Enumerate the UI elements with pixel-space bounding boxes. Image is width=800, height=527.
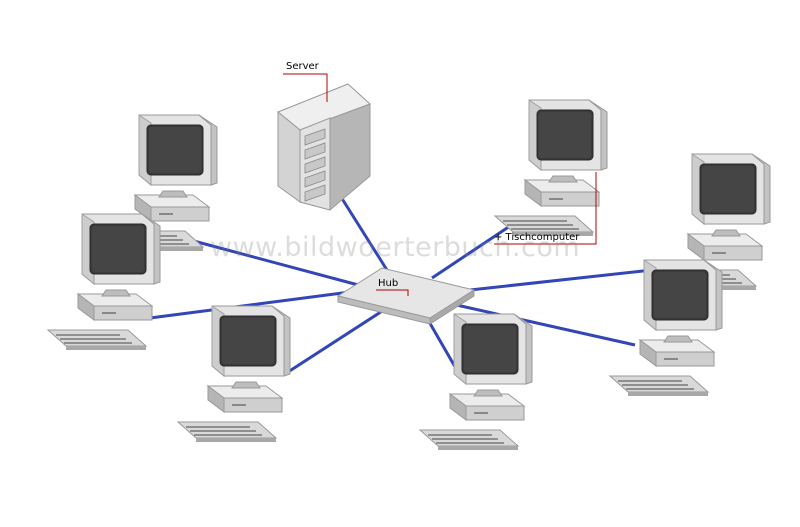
cable-top-right-pc (431, 216, 523, 280)
network-cables (149, 196, 671, 374)
cable-right-pc (451, 302, 636, 347)
watermark-text: www.bildwoerterbuch.com (210, 232, 581, 263)
desktop-computer-icon-right (609, 259, 723, 397)
desktop-computer-icon-bottom-left (177, 305, 291, 443)
cable-far-right-pc (469, 266, 671, 292)
server-leader-line (283, 73, 328, 102)
desktop-computer-icon-top-right (494, 99, 608, 237)
cable-left-pc (149, 290, 351, 320)
cable-top-left-pc (189, 238, 363, 288)
cable-bottom-left-pc (287, 304, 391, 374)
desktop-label: + Tischcomputer (494, 232, 580, 243)
hub-leader-line (376, 289, 409, 296)
label-leader-lines (283, 73, 597, 296)
hub-label: Hub (378, 278, 399, 289)
desktop-computer-icon-left (47, 213, 161, 351)
desktop-leader-line (494, 172, 597, 245)
network-hub-icon (336, 267, 476, 325)
cable-server (339, 196, 394, 279)
server-tower-icon (277, 83, 371, 211)
server-label: Server (286, 61, 319, 72)
